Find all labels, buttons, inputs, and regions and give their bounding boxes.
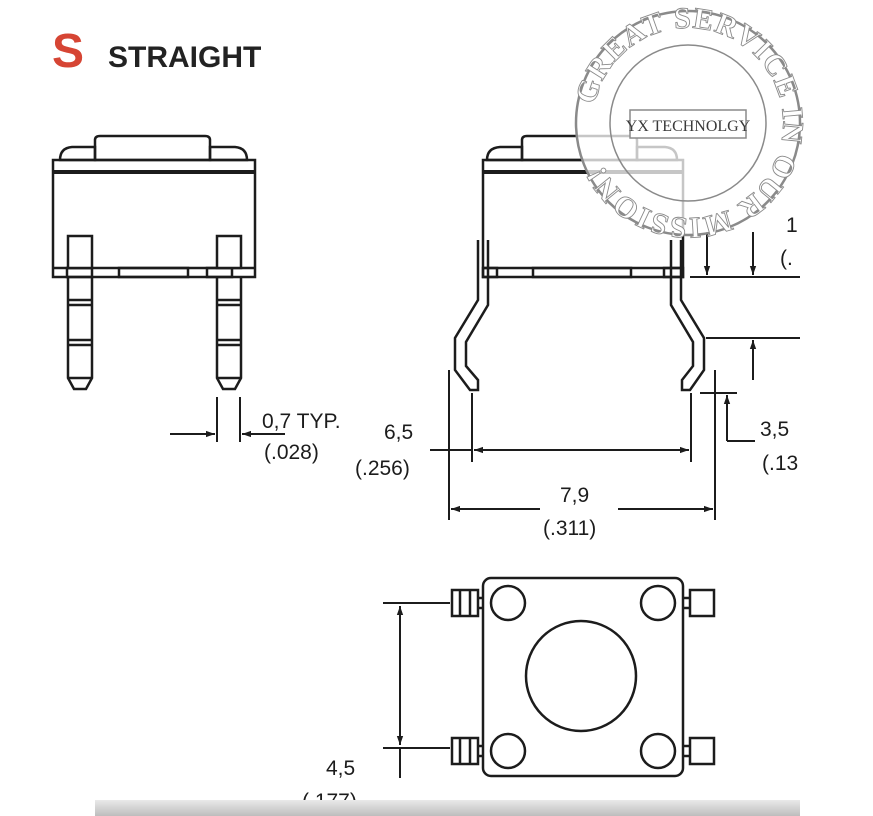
top-view [450, 576, 716, 778]
front-dimension-lines [430, 232, 800, 520]
outer-spacing-inch-label: (.311) [543, 517, 596, 540]
pin-pitch-dimension [383, 602, 450, 778]
outer-spacing-mm-label: 7,9 [560, 484, 589, 507]
stamp-center-text: YX TECHNOLGY [626, 118, 751, 135]
series-title: STRAIGHT [108, 41, 262, 74]
body-height-mm-label: 1 [786, 214, 798, 237]
standoff-mm-label: 3,5 [760, 418, 789, 441]
pin-pitch-mm-label: 4,5 [326, 757, 355, 780]
body-height-inch-label: (. [780, 247, 793, 270]
footer-shadow-bar [95, 800, 800, 816]
inner-spacing-inch-label: (.256) [355, 457, 410, 480]
watermark-stamp: GREAT SERVICE IN OUR MISSION! YX TECHNOL… [569, 1, 809, 244]
standoff-inch-label: (.13 [762, 452, 798, 475]
pin-width-dimension [170, 397, 285, 442]
series-letter: S [52, 25, 85, 78]
pin-width-inch-label: (.028) [264, 441, 319, 464]
pin-width-mm-label: 0,7 TYP. [262, 410, 341, 433]
side-view [51, 134, 257, 391]
inner-spacing-mm-label: 6,5 [384, 421, 413, 444]
